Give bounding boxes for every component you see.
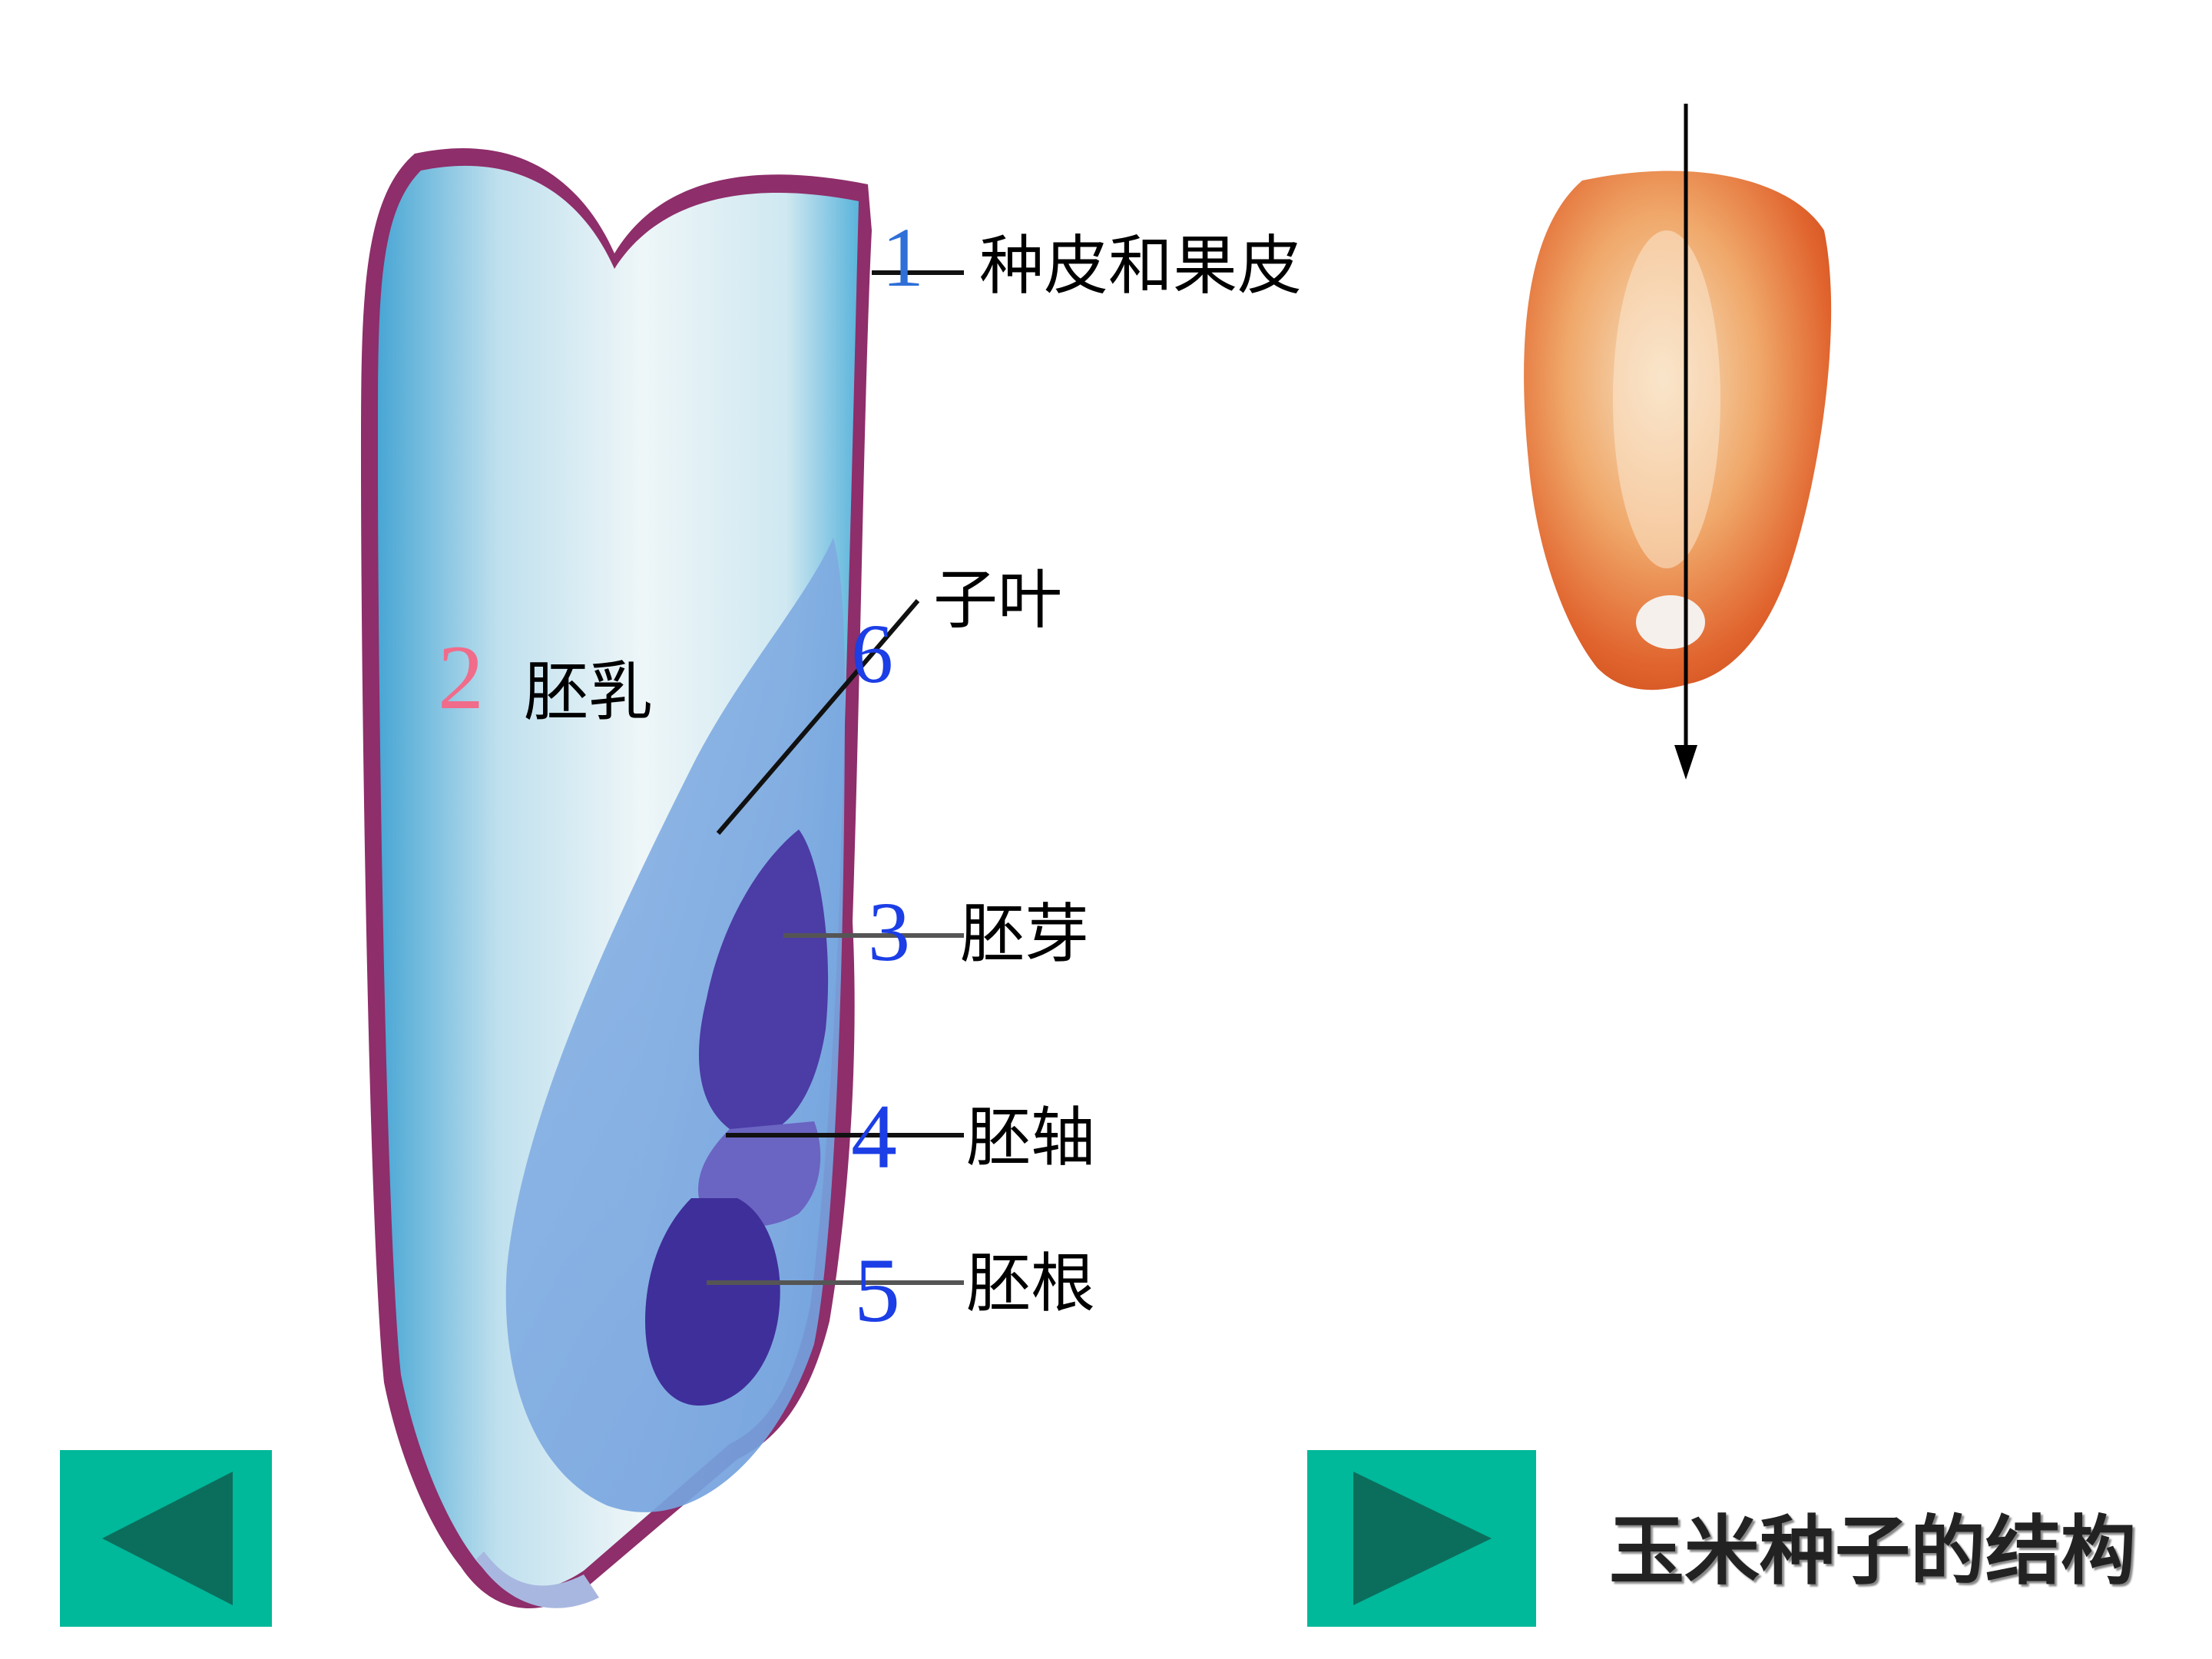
label-text: 种皮和果皮 — [979, 228, 1302, 303]
label-number: 1 — [882, 210, 924, 304]
label-number: 4 — [851, 1085, 897, 1187]
arrow-down-icon — [1674, 745, 1697, 780]
kernel-germ-spot — [1636, 595, 1705, 649]
label-1: 1 种皮和果皮 — [882, 210, 1302, 304]
radicle-region — [645, 1198, 780, 1406]
pointer-line-6 — [716, 599, 920, 835]
triangle-left-icon — [102, 1472, 233, 1605]
triangle-right-icon — [1353, 1472, 1492, 1605]
label-number: 2 — [438, 626, 484, 728]
label-2: 2 胚乳 — [438, 626, 653, 730]
cut-direction-arrow — [1674, 104, 1697, 780]
label-number: 6 — [851, 607, 893, 700]
plumule-region — [699, 830, 829, 1135]
label-6: 6 子叶 — [851, 562, 1062, 700]
seed-section-illustration — [361, 147, 872, 1609]
label-5: 5 胚根 — [854, 1239, 1095, 1341]
next-slide-button[interactable] — [1307, 1450, 1536, 1627]
label-text: 子叶 — [933, 562, 1062, 637]
label-number: 3 — [868, 885, 910, 979]
pointer-lines — [707, 270, 964, 1285]
label-3: 3 胚芽 — [868, 885, 1089, 979]
kernel-highlight — [1613, 230, 1720, 568]
tip-cap — [476, 1551, 599, 1608]
corn-kernel-illustration — [1524, 171, 1832, 690]
label-text: 胚根 — [966, 1246, 1095, 1321]
label-4: 4 胚轴 — [851, 1085, 1095, 1187]
label-text: 胚芽 — [960, 896, 1089, 972]
label-number: 5 — [854, 1239, 900, 1341]
label-text: 胚轴 — [966, 1100, 1095, 1175]
slide-caption: 玉米种子的结构 — [1609, 1508, 2137, 1595]
label-text: 胚乳 — [524, 654, 653, 730]
previous-slide-button[interactable] — [60, 1450, 272, 1627]
